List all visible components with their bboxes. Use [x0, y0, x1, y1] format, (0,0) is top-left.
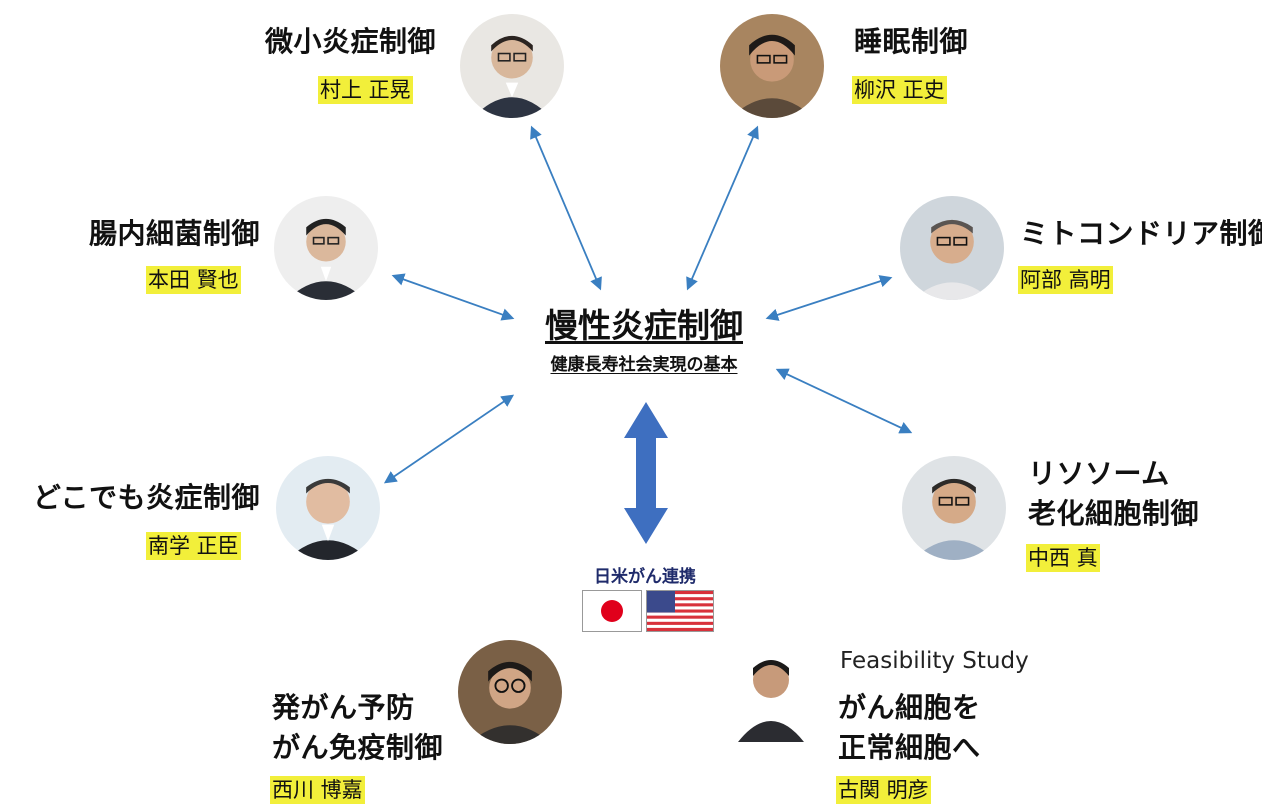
big-double-arrow [624, 402, 668, 544]
portrait-normalization [736, 642, 806, 742]
title-anywhere: どこでも炎症制御 [32, 481, 260, 514]
title-normalization-line1: がん細胞を [838, 691, 981, 724]
portrait-mitochondria [900, 196, 1004, 300]
name-gut: 本田 賢也 [146, 266, 241, 294]
feasibility-study-label: Feasibility Study [840, 648, 1029, 674]
title-gut: 腸内細菌制御 [88, 217, 260, 250]
name-normalization: 古関 明彦 [836, 776, 931, 804]
usa-flag-icon [646, 590, 714, 632]
title-sleep: 睡眠制御 [854, 25, 969, 58]
arrow-microinflammation [530, 125, 602, 291]
name-mitochondria: 阿部 高明 [1018, 266, 1113, 294]
portrait-cancer-prevention [458, 640, 562, 744]
center-title: 慢性炎症制御 [545, 306, 743, 345]
arrow-lysosome [775, 368, 913, 434]
japan-flag-icon [582, 590, 642, 632]
arrow-anywhere [383, 394, 515, 484]
center-subtitle: 健康長寿社会実現の基本 [550, 355, 738, 375]
portrait-gut [274, 196, 378, 300]
name-cancer-prevention: 西川 博嘉 [270, 776, 365, 804]
title-microinflammation: 微小炎症制御 [264, 25, 436, 58]
japan-us-collaboration-label: 日米がん連携 [594, 567, 696, 587]
title-normalization-line2: 正常細胞へ [838, 731, 981, 764]
portrait-anywhere [276, 456, 380, 560]
name-anywhere: 南学 正臣 [146, 532, 241, 560]
name-microinflammation: 村上 正晃 [318, 76, 413, 104]
title-mitochondria: ミトコンドリア制御 [1020, 217, 1262, 250]
arrow-sleep [686, 125, 759, 291]
title-cancer-prevention-line2: がん免疫制御 [272, 731, 444, 764]
arrow-gut [391, 273, 515, 321]
name-lysosome: 中西 真 [1026, 544, 1100, 572]
title-cancer-prevention-line1: 発がん予防 [272, 691, 415, 724]
portrait-sleep [720, 14, 824, 118]
name-sleep: 柳沢 正史 [852, 76, 947, 104]
title-lysosome-line1: リソソーム [1028, 457, 1170, 490]
portrait-microinflammation [460, 14, 564, 118]
arrow-mitochondria [765, 275, 893, 321]
title-lysosome-line2: 老化細胞制御 [1028, 497, 1200, 530]
portrait-lysosome [902, 456, 1006, 560]
